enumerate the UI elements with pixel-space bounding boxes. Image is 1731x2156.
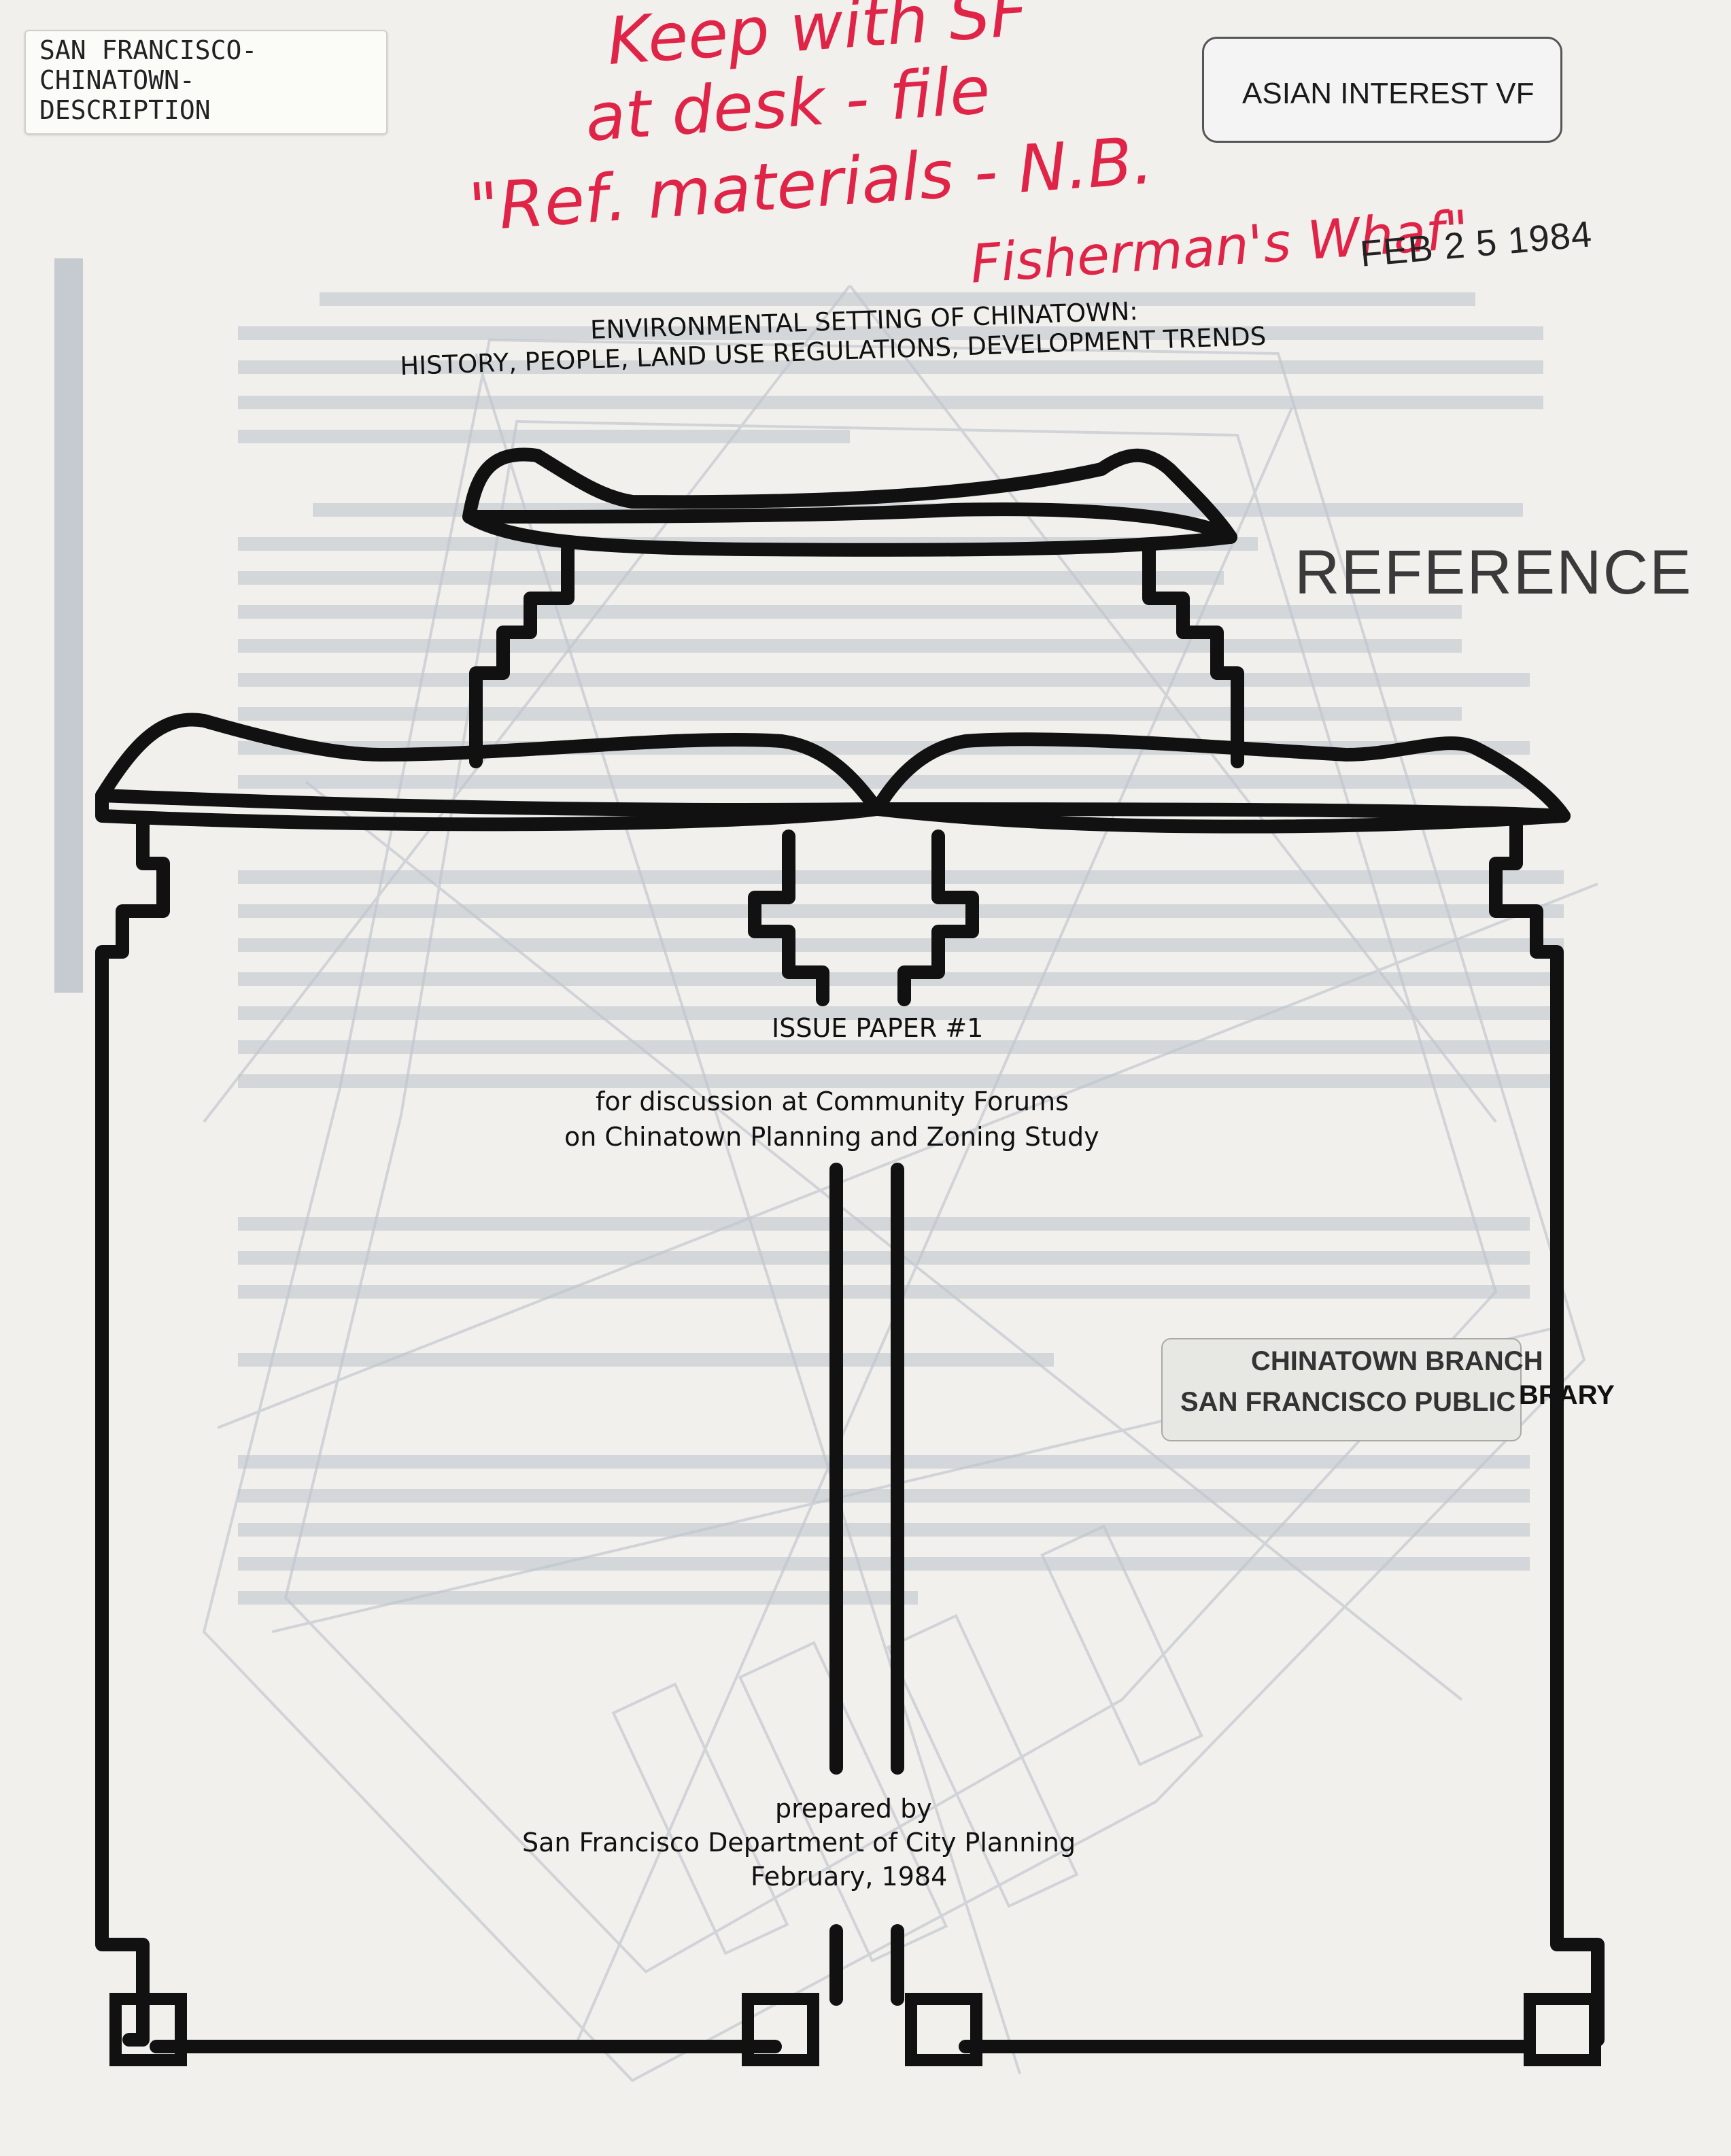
- chinatown-gate-drawing: [95, 447, 1605, 2053]
- library-stamp-label: [1161, 1338, 1522, 1441]
- library-name-text: SAN FRANCISCO PUBLIC: [1180, 1387, 1516, 1417]
- library-suffix-text: BRARY: [1519, 1380, 1615, 1410]
- asian-interest-label: ASIAN INTEREST VF: [1202, 37, 1562, 143]
- asian-interest-text: ASIAN INTEREST VF: [1242, 77, 1535, 110]
- faded-spine-text: [54, 258, 83, 993]
- discussion-line-1: for discussion at Community Forums: [596, 1086, 1069, 1116]
- gate-foot-blocks: [109, 1993, 1601, 2066]
- prepared-by-line: prepared by: [775, 1794, 932, 1824]
- catalog-label-line-3: DESCRIPTION: [39, 95, 211, 125]
- department-name: San Francisco Department of City Plannin…: [522, 1828, 1076, 1858]
- catalog-label-line-1: SAN FRANCISCO-: [39, 35, 258, 65]
- catalog-label-line-2: CHINATOWN-: [39, 65, 195, 95]
- discussion-line-2: on Chinatown Planning and Zoning Study: [564, 1122, 1099, 1152]
- reference-stamp: REFERENCE: [1295, 538, 1693, 607]
- publication-date: February, 1984: [751, 1862, 948, 1892]
- library-branch-text: CHINATOWN BRANCH: [1251, 1346, 1543, 1376]
- issue-paper-number: ISSUE PAPER #1: [772, 1013, 984, 1043]
- catalog-subject-label: SAN FRANCISCO- CHINATOWN- DESCRIPTION: [24, 30, 388, 135]
